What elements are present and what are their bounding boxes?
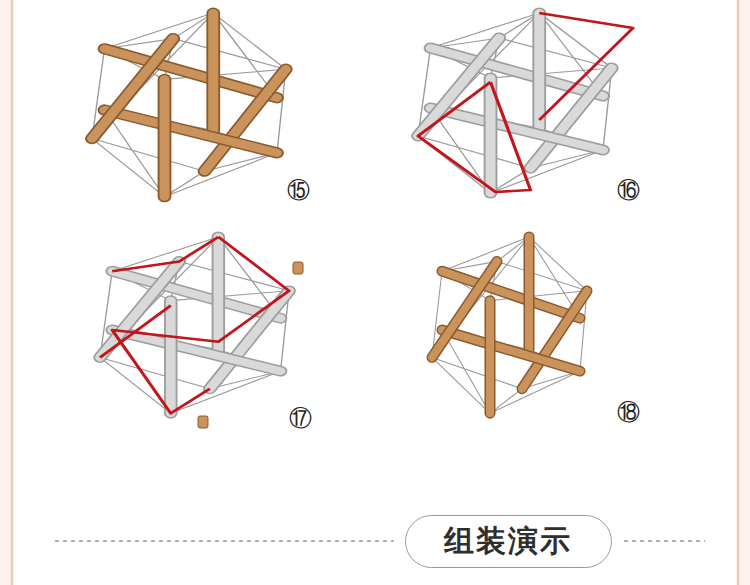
step-number: ⑯ — [617, 179, 640, 202]
step-number: ⑱ — [617, 401, 640, 424]
title-pill: 组装演示 — [405, 515, 612, 568]
step-number: ⑰ — [289, 407, 312, 430]
step-number: ⑮ — [287, 179, 310, 202]
section-title: 组装演示 — [444, 521, 572, 562]
